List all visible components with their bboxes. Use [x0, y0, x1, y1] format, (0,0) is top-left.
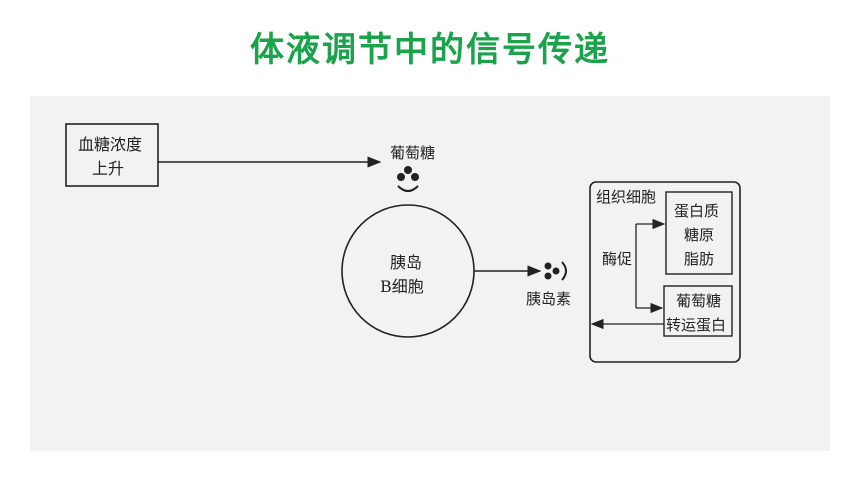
transporter-box	[663, 285, 733, 337]
stimulus-label-1: 血糖浓度	[78, 135, 142, 154]
stimulus-label-2: 上升	[92, 159, 124, 178]
tissue-cell-label: 组织细胞	[596, 188, 656, 206]
stimulus-box	[65, 123, 159, 187]
promote-label: 酶促	[602, 250, 632, 268]
cell-label-2: B细胞	[380, 277, 424, 296]
glucose-label: 葡萄糖	[390, 144, 435, 162]
transporter-label-1: 葡萄糖	[676, 292, 721, 310]
receptor-icon	[397, 185, 419, 192]
tissue-cell-box	[589, 181, 741, 363]
products-label-2: 糖原	[684, 226, 714, 244]
products-label-3: 脂肪	[684, 250, 714, 268]
glucose-molecule-icon	[397, 166, 419, 181]
products-label-1: 蛋白质	[674, 202, 719, 220]
insulin-receptor-icon	[561, 261, 567, 281]
page-title: 体液调节中的信号传递	[250, 30, 610, 70]
signal-diagram: 血糖浓度 上升 葡萄糖 胰岛 B细胞 胰岛素 组织细胞 蛋白质 糖原	[30, 96, 830, 451]
products-box	[665, 191, 733, 275]
insulin-molecule-icon	[544, 262, 560, 280]
insulin-label: 胰岛素	[526, 290, 571, 308]
diagram-canvas: 血糖浓度 上升 葡萄糖 胰岛 B细胞 胰岛素 组织细胞 蛋白质 糖原	[65, 123, 741, 363]
transporter-label-2: 转运蛋白	[666, 316, 726, 334]
cell-label-1: 胰岛	[390, 253, 422, 272]
